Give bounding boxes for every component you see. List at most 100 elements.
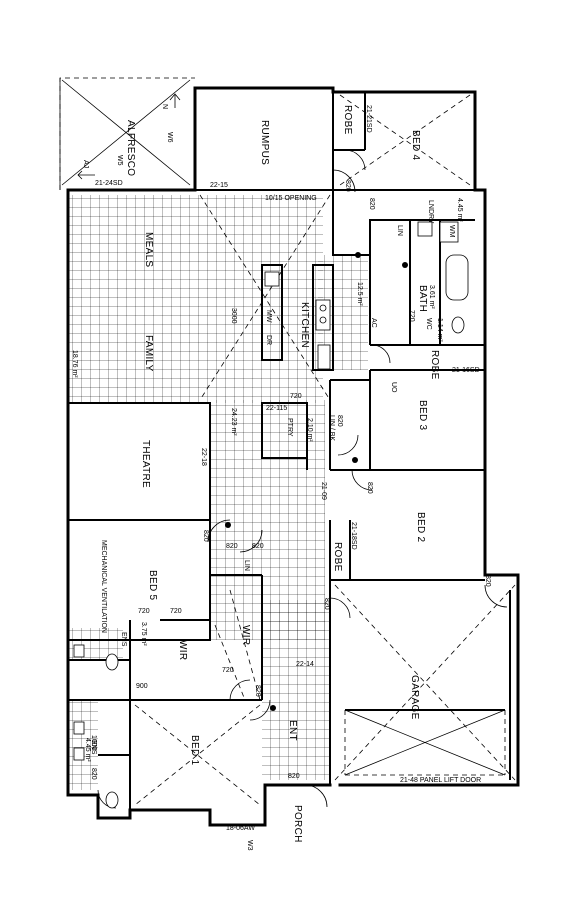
- room-label-mw: MW: [265, 310, 272, 323]
- dim-22-18: 22-18: [200, 448, 207, 466]
- aj-arrow-icon: [77, 170, 95, 180]
- downlight-icon-2: [225, 522, 231, 528]
- room-label-alfresco: ALFRESCO: [125, 120, 136, 176]
- dim-720-c: 720: [222, 667, 234, 674]
- window-w3: W3: [246, 840, 253, 851]
- downlight-icon-4: [352, 457, 358, 463]
- room-label-meals: MEALS: [143, 232, 154, 267]
- tiled-floor: [68, 195, 368, 790]
- room-label-robe-mid: ROBE: [332, 542, 343, 572]
- room-label-bed2: BED 2: [415, 512, 426, 543]
- dim-3000: 3000: [230, 308, 237, 324]
- dim-820-b: 820: [368, 198, 375, 210]
- dim-22-14: 22-14: [296, 661, 314, 668]
- label-aj: AJ: [82, 160, 89, 168]
- washing-machine-icon: [439, 221, 459, 243]
- room-label-lin: LIN: [243, 560, 250, 571]
- dim-720-a: 720: [138, 608, 150, 615]
- bathtub-icon: [445, 254, 469, 301]
- room-label-family: FAMILY: [143, 335, 154, 372]
- sink-icon: [264, 271, 280, 287]
- dim-22-115: 22-115: [266, 405, 287, 412]
- dim-21-48: 21-48 PANEL LIFT DOOR: [400, 777, 481, 784]
- room-label-ent: ENT: [287, 720, 298, 741]
- dim-21-09: 21-09: [320, 482, 327, 500]
- room-label-ens: ENS: [120, 632, 127, 647]
- room-label-rumpus: RUMPUS: [259, 120, 270, 165]
- dim-22-15: 22-15: [210, 182, 228, 189]
- room-label-bed5: BED 5: [147, 570, 158, 601]
- room-label-bed3: BED 3: [417, 400, 428, 431]
- dim-uo: UO: [390, 382, 397, 393]
- room-label-robe-low: ROBE: [429, 350, 440, 380]
- room-label-bath: BATH: [417, 285, 428, 312]
- dim-820-j: 820: [288, 773, 300, 780]
- dim-820-d: 820: [366, 482, 373, 494]
- room-label-lin2: LIN: [396, 225, 403, 236]
- area-family: 18.76 m²: [71, 350, 78, 378]
- dim-820-l: 820: [252, 543, 264, 550]
- dim-21-21sd: 21-21SD: [365, 105, 372, 133]
- room-label-ptry: PTRY: [286, 418, 293, 437]
- room-label-mech-vent: MECHANICAL VENTILATION: [100, 540, 107, 633]
- dim-820-k: 820: [226, 543, 238, 550]
- dim-820-e: 820: [323, 598, 330, 610]
- room-label-ens2: ENS: [90, 740, 97, 755]
- room-label-kitchen: KITCHEN: [299, 302, 310, 348]
- dim-900: 900: [136, 683, 148, 690]
- basin-icon: [73, 644, 85, 658]
- room-label-theatre: THEATRE: [140, 440, 151, 488]
- label-north: N: [161, 104, 168, 109]
- fridge-icon: [317, 344, 331, 370]
- area-ptry: 2.10 m²: [306, 418, 313, 442]
- dim-18-06aw: 18-06AW: [226, 825, 255, 832]
- dim-720-e: 720: [290, 393, 302, 400]
- dim-10-15: 10/15 OPENING: [265, 195, 317, 202]
- area-wc: 1.14 m²: [436, 318, 443, 342]
- dim-1000: 1000: [90, 735, 97, 751]
- dim-720-b: 720: [170, 608, 182, 615]
- alfresco-boundary: [59, 77, 195, 190]
- room-label-bed4: BED 4: [410, 130, 421, 161]
- dim-820-f: 820: [202, 530, 209, 542]
- basin-icon-2: [73, 721, 85, 735]
- dim-820-g: 820: [254, 685, 261, 697]
- toilet-icon-3: [105, 791, 119, 809]
- window-w5: W5: [116, 155, 123, 166]
- window-w6: W6: [166, 132, 173, 143]
- dim-820-i: 820: [90, 768, 97, 780]
- area-lndry: 4.45 m²: [456, 198, 463, 222]
- room-diagonals: [134, 94, 516, 806]
- dim-720-d: 720: [408, 310, 415, 322]
- room-label-lin-bk: LIN / BK: [328, 415, 335, 441]
- dim-21-24sd: 21-24SD: [95, 180, 123, 187]
- room-label-garage: GARAGE: [409, 675, 420, 720]
- dim-820-h: 820: [484, 575, 491, 587]
- area-bath: 3.61 m²: [428, 285, 435, 309]
- area-theatre: 24.23 m²: [230, 408, 237, 436]
- toilet-icon-2: [105, 653, 119, 671]
- basin-icon-3: [73, 747, 85, 761]
- area-ens: 3.75 m²: [140, 622, 147, 646]
- room-label-porch: PORCH: [292, 805, 303, 843]
- dim-820-a: 820: [344, 180, 351, 192]
- room-label-wm: WM: [448, 225, 455, 238]
- toilet-icon: [451, 316, 465, 334]
- room-label-robe-top: ROBE: [342, 105, 353, 135]
- room-label-wir2: WIR: [177, 640, 188, 660]
- north-arrow-icon: [169, 93, 181, 108]
- downlight-icon: [355, 252, 361, 258]
- room-label-ac: AC: [370, 318, 377, 328]
- room-label-wc: WC: [425, 318, 432, 330]
- dim-21-18sd: 21-18SD: [350, 522, 357, 550]
- room-label-dr: DR: [265, 335, 272, 345]
- dim-21-16sd: 21-16SD: [452, 367, 480, 374]
- area-kitchen: 12.5 m²: [356, 282, 363, 306]
- area-ens2: 4.45 m²: [84, 738, 91, 762]
- downlight-icon-3: [270, 705, 276, 711]
- interior-walls: [68, 88, 511, 810]
- fixtures: [73, 221, 469, 809]
- downlight-icon-5: [402, 262, 408, 268]
- room-label-wir: WIR: [240, 625, 251, 645]
